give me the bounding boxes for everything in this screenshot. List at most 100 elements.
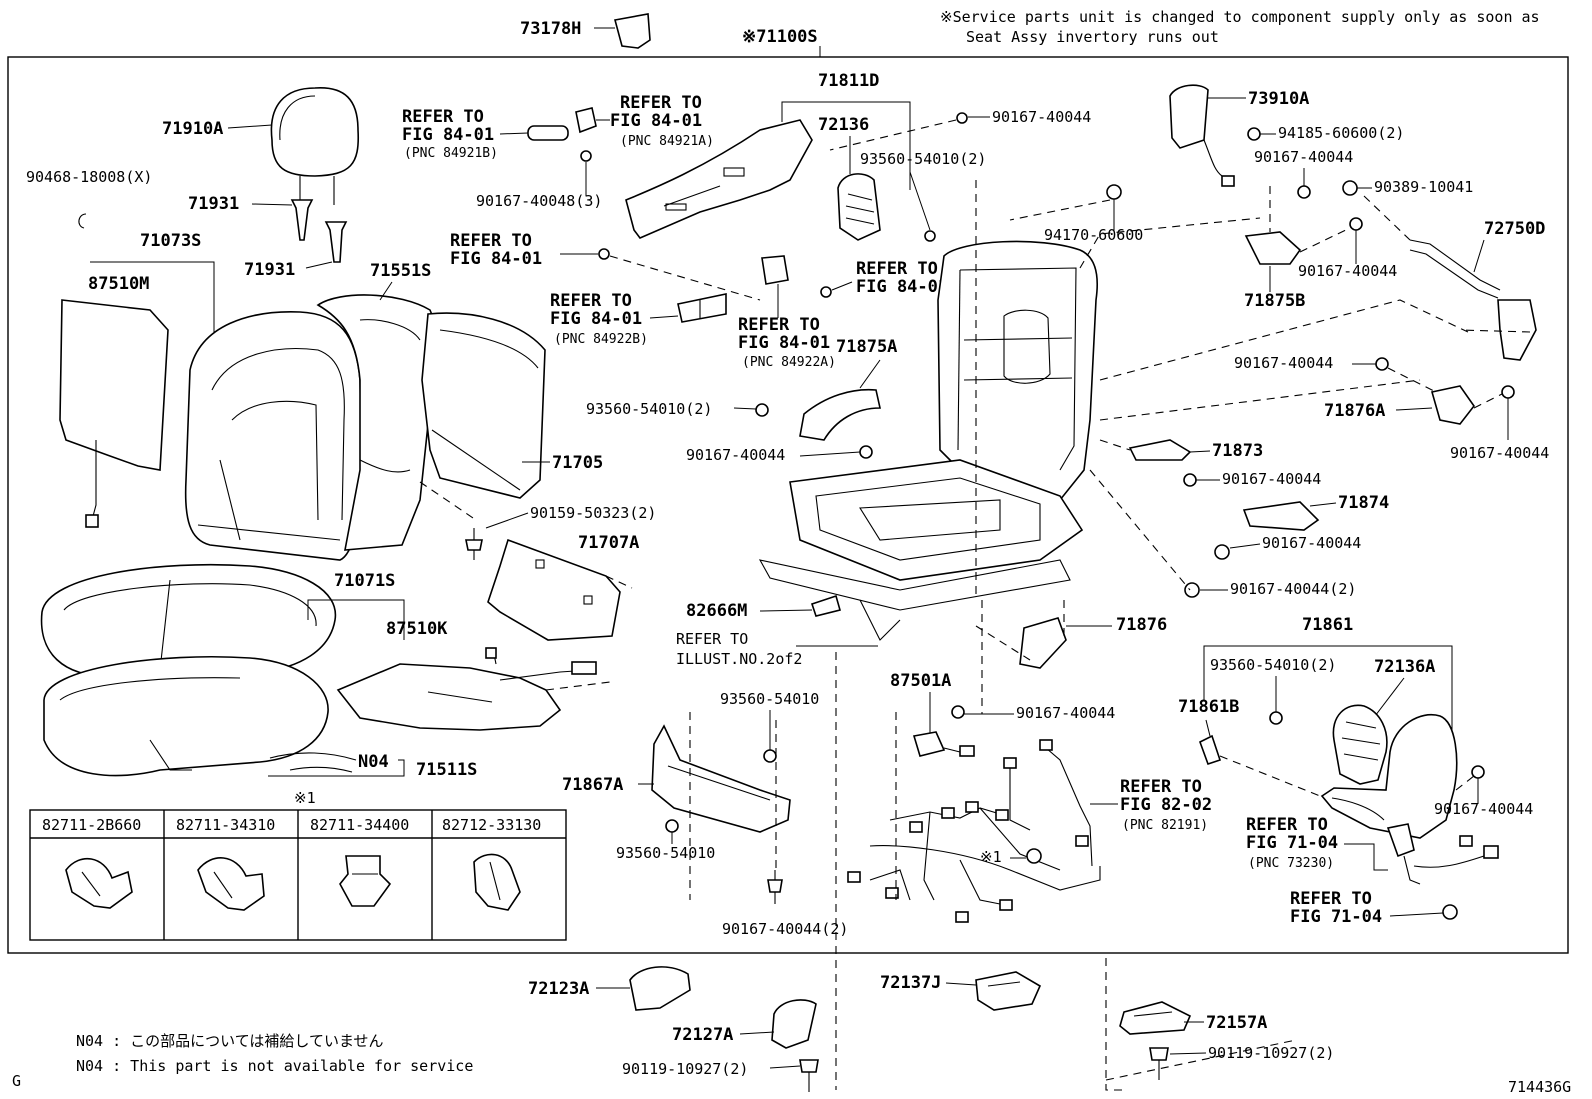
clip-header-4: 82712-33130 [442, 816, 541, 834]
ref5-l1: REFER TO [856, 259, 938, 279]
label-90167-40044-r3: 90167-40044 [1234, 354, 1333, 372]
label-90167-40044-r1: 90167-40044 [1254, 148, 1353, 166]
bracket-71876 [1019, 617, 1067, 669]
seat-frame [758, 240, 1098, 641]
wire-harness [847, 739, 1101, 923]
label-93560-b: 93560-54010 [616, 844, 715, 862]
screw-r2 [1349, 217, 1363, 231]
cover-72137j [975, 971, 1042, 1011]
heater-mat-back [59, 299, 169, 528]
clip-table-marker: ※1 [294, 789, 316, 807]
label-72123a: 72123A [528, 979, 589, 999]
label-93560-r: 93560-54010(2) [1210, 656, 1336, 674]
label-n04: N04 [358, 752, 389, 772]
label-71705: 71705 [552, 453, 603, 473]
label-72136a: 72136A [1374, 657, 1435, 677]
label-71861b: 71861B [1178, 697, 1239, 717]
seatback-cover [184, 311, 363, 561]
label-72136: 72136 [818, 115, 869, 135]
screw-r7 [1184, 582, 1200, 598]
screw-93560-top [924, 230, 936, 242]
screw-40044-mid [859, 445, 873, 459]
cap-73178h [594, 13, 651, 49]
label-71073s: 71073S [140, 231, 201, 251]
label-71511s: 71511S [416, 760, 477, 780]
label-90167-40044-r6: 90167-40044 [1262, 534, 1361, 552]
belt-buckle [1386, 823, 1499, 885]
cable-72750d [1409, 239, 1537, 361]
ref4-l1: REFER TO [550, 291, 632, 311]
wire-n04 [269, 752, 357, 773]
notice-line-2: Seat Assy invertory runs out [966, 28, 1219, 46]
label-94170: 94170-60600 [1044, 226, 1143, 244]
clip-icon-1 [65, 857, 133, 909]
clip-table [29, 809, 567, 941]
screw-r4 [1501, 385, 1515, 399]
knob-cover-72136 [837, 173, 881, 241]
label-90119-b: 90119-10927(2) [1208, 1044, 1334, 1062]
bolt-90159 [465, 528, 483, 560]
label-71861: 71861 [1302, 615, 1353, 635]
label-90167-40044-c: 90167-40044 [1016, 704, 1115, 722]
screw-40048 [580, 150, 592, 162]
bracket-71875a [799, 388, 881, 441]
footnote-en: N04 : This part is not available for ser… [76, 1057, 473, 1075]
label-93560-a: 93560-54010 [720, 690, 819, 708]
label-90167-40044-r5: 90167-40044 [1222, 470, 1321, 488]
bracket-71875b [1244, 231, 1302, 265]
bracket-84922a [761, 255, 789, 285]
headrest-guide-1 [290, 199, 314, 241]
label-90159: 90159-50323(2) [530, 504, 656, 522]
clip-header-3: 82711-34400 [310, 816, 409, 834]
label-72157a: 72157A [1206, 1013, 1267, 1033]
label-71931-b: 71931 [244, 260, 295, 280]
label-90167-40044-top: 90167-40044 [992, 108, 1091, 126]
label-90167-40044-r7: 90167-40044 [1434, 800, 1533, 818]
assembly-label: ※71100S [742, 27, 818, 47]
label-93560-mid: 93560-54010(2) [586, 400, 712, 418]
label-90167-40044-mid: 90167-40044 [686, 446, 785, 464]
label-90167-40044-r2: 90167-40044 [1298, 262, 1397, 280]
bolt-90119-a [799, 1059, 819, 1092]
label-82666m: 82666M [686, 601, 747, 621]
clip-header-2: 82711-34310 [176, 816, 275, 834]
panel-71707a [487, 538, 621, 641]
assembly-frame [7, 56, 1569, 954]
label-71931-a: 71931 [188, 194, 239, 214]
clip-90468 [78, 213, 87, 229]
side-shield [625, 119, 813, 239]
knob-84921a [575, 107, 597, 134]
ref2-l1: REFER TO [620, 93, 702, 113]
ref4-l2: FIG 84-01 [550, 309, 642, 329]
headrest-guide-2 [324, 221, 348, 263]
label-90167-40044-r4: 90167-40044 [1450, 444, 1549, 462]
cover-72157a [1119, 1001, 1192, 1035]
ref6-l1: REFER TO [738, 315, 820, 335]
bracket-71873 [1128, 439, 1192, 461]
notice-line-1: ※Service parts unit is changed to compon… [940, 8, 1540, 26]
nut-ref10 [1442, 904, 1458, 920]
ref9-l3: (PNC 73230) [1248, 856, 1334, 871]
ref3-l1: REFER TO [450, 231, 532, 251]
label-71910a: 71910A [162, 119, 223, 139]
label-72137j: 72137J [880, 973, 941, 993]
nut-94170 [1106, 184, 1122, 200]
footnote-jp: N04 : この部品については補給していません [76, 1032, 384, 1050]
label-71875a: 71875A [836, 337, 897, 357]
screw-93560-b [665, 819, 679, 833]
label-71874: 71874 [1338, 493, 1389, 513]
wire-87501a [912, 731, 975, 757]
screw-top [956, 112, 968, 124]
ref7-l2: ILLUST.NO.2of2 [676, 650, 802, 668]
corner-right: 714436G [1508, 1078, 1571, 1096]
nut-94185 [1247, 127, 1261, 141]
clip-82666m [810, 594, 841, 617]
label-71811d: 71811D [818, 71, 879, 91]
label-71875b: 71875B [1244, 291, 1305, 311]
ref2-l3: (PNC 84921A) [620, 134, 714, 149]
screw-93560-mid [755, 403, 769, 417]
screw-r6 [1214, 544, 1230, 560]
heater-mat-seat [336, 647, 597, 731]
seatback-pad [316, 294, 439, 551]
ref3-l2: FIG 84-01 [450, 249, 542, 269]
